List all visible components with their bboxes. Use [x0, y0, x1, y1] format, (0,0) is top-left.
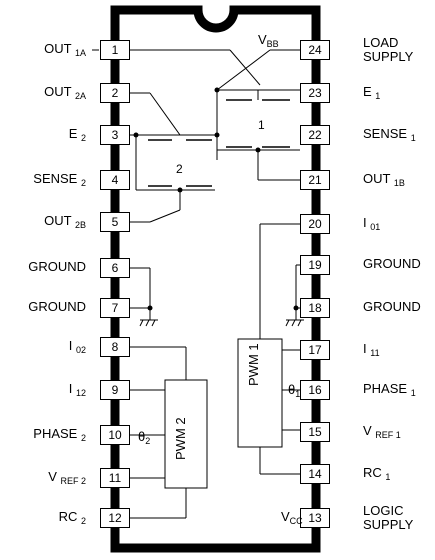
- pin-number: 16: [308, 383, 322, 397]
- pin-number: 14: [308, 467, 322, 481]
- pin-label-4: SENSE 2: [33, 171, 86, 189]
- pin-label-14: RC 1: [363, 465, 391, 483]
- pin-number: 4: [111, 173, 119, 187]
- pwm1-block: [237, 338, 283, 448]
- pin-label-1: OUT 1A: [44, 41, 86, 59]
- pwm2-label: PWM 2: [173, 417, 188, 460]
- pin-14: 14: [300, 464, 330, 484]
- pin-17: 17: [300, 340, 330, 360]
- pin-label-18: GROUND: [363, 299, 421, 314]
- pin-11: 11: [100, 468, 130, 488]
- package-body: [110, 5, 321, 553]
- pin-label-12: RC 2: [58, 509, 86, 527]
- pin-22: 22: [300, 125, 330, 145]
- pin-label-5: OUT 2B: [44, 213, 86, 231]
- pin-18: 18: [300, 298, 330, 318]
- pin-label-16: PHASE 1: [363, 381, 416, 399]
- pin-number: 23: [308, 86, 322, 100]
- bridge2-label: 2: [176, 162, 183, 176]
- pin-label-6: GROUND: [28, 259, 86, 274]
- pin-number: 7: [111, 301, 119, 315]
- pin-label-11: V REF 2: [48, 469, 86, 487]
- pin-20: 20: [300, 214, 330, 234]
- pin-1: 1: [100, 40, 130, 60]
- pin-5: 5: [100, 212, 130, 232]
- pin-7: 7: [100, 298, 130, 318]
- transistor-array: [148, 99, 290, 187]
- pin-8: 8: [100, 337, 130, 357]
- pin-label-17: I 11: [363, 341, 380, 359]
- vcc-label: VCC: [281, 509, 303, 527]
- pin-label-19: GROUND: [363, 256, 421, 271]
- pin-number: 3: [111, 128, 119, 142]
- pin-21: 21: [300, 170, 330, 190]
- pin-6: 6: [100, 258, 130, 278]
- pin-24: 24: [300, 40, 330, 60]
- junction-dots: [133, 87, 299, 311]
- pin-label-22: SENSE 1: [363, 126, 416, 144]
- pin-23: 23: [300, 83, 330, 103]
- pin-13: 13: [300, 508, 330, 528]
- pin-number: 11: [108, 471, 122, 485]
- pin-number: 21: [308, 173, 322, 187]
- pin-4: 4: [100, 170, 130, 190]
- pin-15: 15: [300, 422, 330, 442]
- pin-number: 19: [308, 258, 322, 272]
- vbb-label: VBB: [258, 32, 279, 50]
- pin-number: 5: [111, 215, 119, 229]
- pin-number: 1: [111, 43, 119, 57]
- pin-label-15: V REF 1: [363, 423, 401, 441]
- theta2-label: θ2: [138, 429, 151, 447]
- pin-3: 3: [100, 125, 130, 145]
- pin-number: 8: [111, 340, 119, 354]
- pin-number: 9: [111, 383, 119, 397]
- pin-label-7: GROUND: [28, 299, 86, 314]
- pin-number: 13: [308, 511, 322, 525]
- bridge1-label: 1: [258, 118, 265, 132]
- pin-number: 10: [108, 428, 122, 442]
- pin-label-23: E 1: [363, 84, 381, 102]
- pin-label-9: I 12: [68, 381, 86, 399]
- pin-9: 9: [100, 380, 130, 400]
- pin-number: 2: [111, 86, 119, 100]
- pin-label-3: E 2: [68, 126, 86, 144]
- pin-10: 10: [100, 425, 130, 445]
- ground-symbols: [139, 310, 304, 327]
- theta1-label: θ1: [288, 382, 301, 400]
- pin-number: 18: [308, 301, 322, 315]
- pin-label-20: I 01: [363, 215, 381, 233]
- pwm2-block: [164, 379, 208, 489]
- pin-label-8: I 02: [68, 338, 86, 356]
- pin-label-2: OUT 2A: [44, 84, 86, 102]
- pin-number: 17: [308, 343, 322, 357]
- pin-19: 19: [300, 255, 330, 275]
- pin-label-10: PHASE 2: [33, 426, 86, 444]
- pin-number: 24: [308, 43, 322, 57]
- pin-number: 12: [108, 511, 122, 525]
- pin-2: 2: [100, 83, 130, 103]
- pin-label-21: OUT 1B: [363, 171, 405, 189]
- pin-number: 15: [308, 425, 322, 439]
- pin-12: 12: [100, 508, 130, 528]
- pin-number: 6: [111, 261, 119, 275]
- pwm1-label: PWM 1: [246, 343, 261, 386]
- pin-number: 20: [308, 217, 322, 231]
- pin-16: 16: [300, 380, 330, 400]
- internal-wiring: [130, 49, 300, 519]
- pin-number: 22: [308, 128, 322, 142]
